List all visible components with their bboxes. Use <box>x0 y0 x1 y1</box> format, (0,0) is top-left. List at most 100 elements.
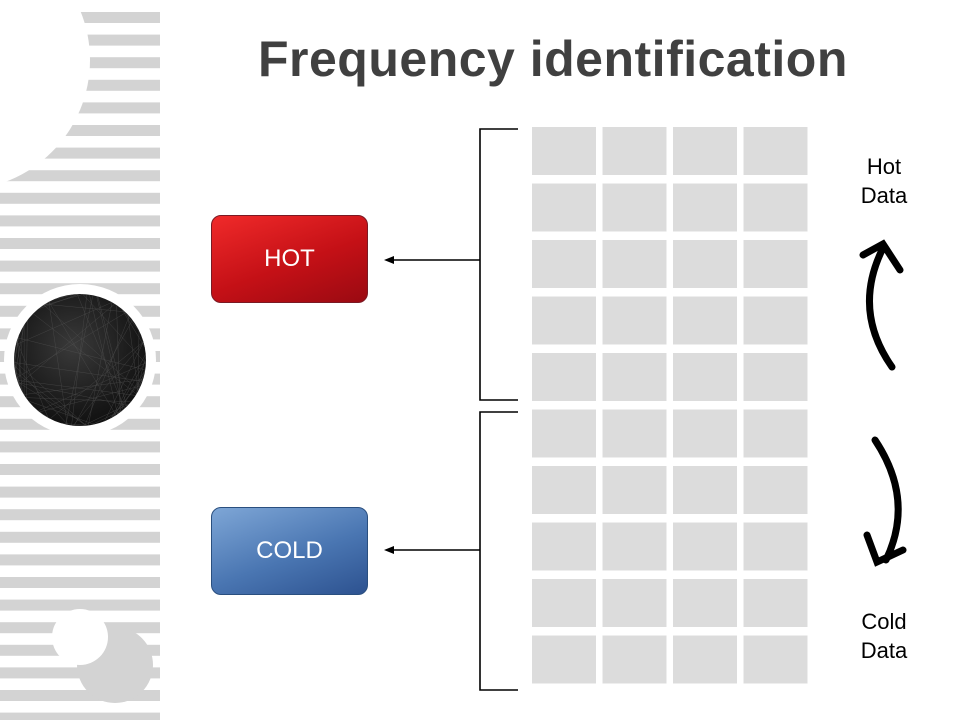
sphere-mesh-line <box>32 313 137 395</box>
hot-grid-cell <box>602 127 667 175</box>
hot-grid-cell <box>532 183 596 232</box>
sphere-mesh-line <box>15 302 113 345</box>
hot-box-label: HOT <box>264 245 315 272</box>
sphere-mesh-line <box>54 294 75 300</box>
sphere-mesh-line <box>23 379 144 395</box>
sphere-mesh-line <box>14 335 19 366</box>
cold-grid-cell <box>673 579 737 627</box>
hot-data-label-line1: Hot <box>866 154 902 179</box>
stripe <box>0 147 160 159</box>
stripe <box>0 215 160 227</box>
sphere-mesh-line <box>104 341 144 422</box>
hot-grid-cell <box>743 296 808 345</box>
hot-data-label-line2: Data <box>860 183 908 208</box>
hot-grid-cell <box>673 353 737 401</box>
sphere-mesh-line <box>18 326 24 384</box>
sphere-mesh-line <box>89 294 118 415</box>
hot-grid-cell <box>532 296 596 345</box>
sphere-mesh-line <box>112 375 145 418</box>
cold-grid-cell <box>602 409 667 458</box>
sphere-mesh-line <box>44 304 126 312</box>
hot-grid-cell <box>743 183 808 232</box>
cold-data-label: Cold Data <box>840 607 928 665</box>
sphere-mesh-line <box>137 368 146 393</box>
hot-grid-cell <box>743 127 808 175</box>
cold-grid-cell <box>743 409 808 458</box>
sphere-mesh-line <box>37 294 79 310</box>
sphere-mesh-line <box>14 362 143 382</box>
cold-grid-cell <box>532 409 596 458</box>
sphere-mesh-line <box>96 296 124 411</box>
hot-grid-cell <box>673 127 737 175</box>
decorative-stripes <box>0 0 160 720</box>
sphere-mesh-line <box>58 296 63 298</box>
stripe <box>0 712 160 720</box>
cold-box: COLD <box>211 507 368 595</box>
stripe <box>0 464 160 475</box>
sphere-mesh-line <box>17 337 146 371</box>
cold-grid-cell <box>602 466 667 514</box>
sphere-mesh-line <box>49 341 144 419</box>
sphere-mesh-line <box>82 294 146 364</box>
sphere-mesh-line <box>15 325 24 373</box>
stripe <box>0 192 160 204</box>
sphere-mesh-line <box>48 301 117 416</box>
cold-grid-cell <box>743 522 808 571</box>
sphere-mesh-line <box>17 381 88 426</box>
cold-grid-cell <box>743 579 808 627</box>
cold-grid-cell <box>602 579 667 627</box>
stripe <box>0 690 160 701</box>
hot-grid-cell <box>532 240 596 288</box>
sphere-mesh-line <box>17 382 128 406</box>
sphere-mesh-line <box>40 299 53 308</box>
sphere-mesh-line <box>39 385 141 413</box>
cold-grid-cell <box>602 522 667 571</box>
sphere-mesh-line <box>43 304 139 391</box>
arrow-left-icon <box>384 256 394 264</box>
cold-grid-cell <box>673 522 737 571</box>
hot-grid-cell <box>602 296 667 345</box>
hot-grid-cell <box>743 353 808 401</box>
sphere-mesh-line <box>37 362 146 412</box>
sphere-mesh-line <box>135 356 146 396</box>
sphere-mesh-line <box>113 360 146 417</box>
sphere-mesh-line <box>111 353 146 419</box>
arrow-down-curved-icon <box>863 436 907 567</box>
sphere-mesh-line <box>25 320 28 399</box>
sphere-mesh-line <box>16 312 126 379</box>
stripe <box>0 238 160 249</box>
hot-grid-cell <box>602 240 667 288</box>
hot-grid-cell <box>743 240 808 288</box>
sphere-mesh-line <box>72 342 144 426</box>
arrow-left-icon <box>384 546 394 554</box>
cold-bracket <box>390 411 518 691</box>
arrow-up-curved-icon <box>859 239 904 371</box>
sphere-mesh-line <box>25 397 132 402</box>
hot-grid-cell <box>532 127 596 175</box>
sphere-mesh-line <box>127 314 139 392</box>
sphere-mesh-line <box>17 339 23 393</box>
stripe <box>0 531 160 543</box>
cold-grid-cell <box>602 635 667 684</box>
sphere-mesh-line <box>90 409 124 426</box>
hot-grid-cell <box>532 353 596 401</box>
stripe <box>0 554 160 566</box>
hot-grid-cell <box>602 353 667 401</box>
sphere-mesh-line <box>73 319 133 426</box>
sphere-mesh-line <box>14 364 68 425</box>
cold-grid-cell <box>673 466 737 514</box>
stripe <box>0 486 160 498</box>
sphere-mesh-line <box>141 335 146 348</box>
cold-box-label: COLD <box>256 537 323 564</box>
cold-grid-cell <box>532 579 596 627</box>
hot-data-label: Hot Data <box>840 152 928 210</box>
sphere-mesh-line <box>48 301 68 425</box>
cold-grid-cell <box>532 635 596 684</box>
sphere-mesh-line <box>71 294 88 426</box>
hot-grid-cell <box>673 183 737 232</box>
sphere-mesh-line <box>88 302 113 426</box>
page-title: Frequency identification <box>258 31 848 87</box>
stripe <box>0 509 160 521</box>
stripe <box>0 577 160 588</box>
sphere-mesh-line <box>14 360 87 426</box>
